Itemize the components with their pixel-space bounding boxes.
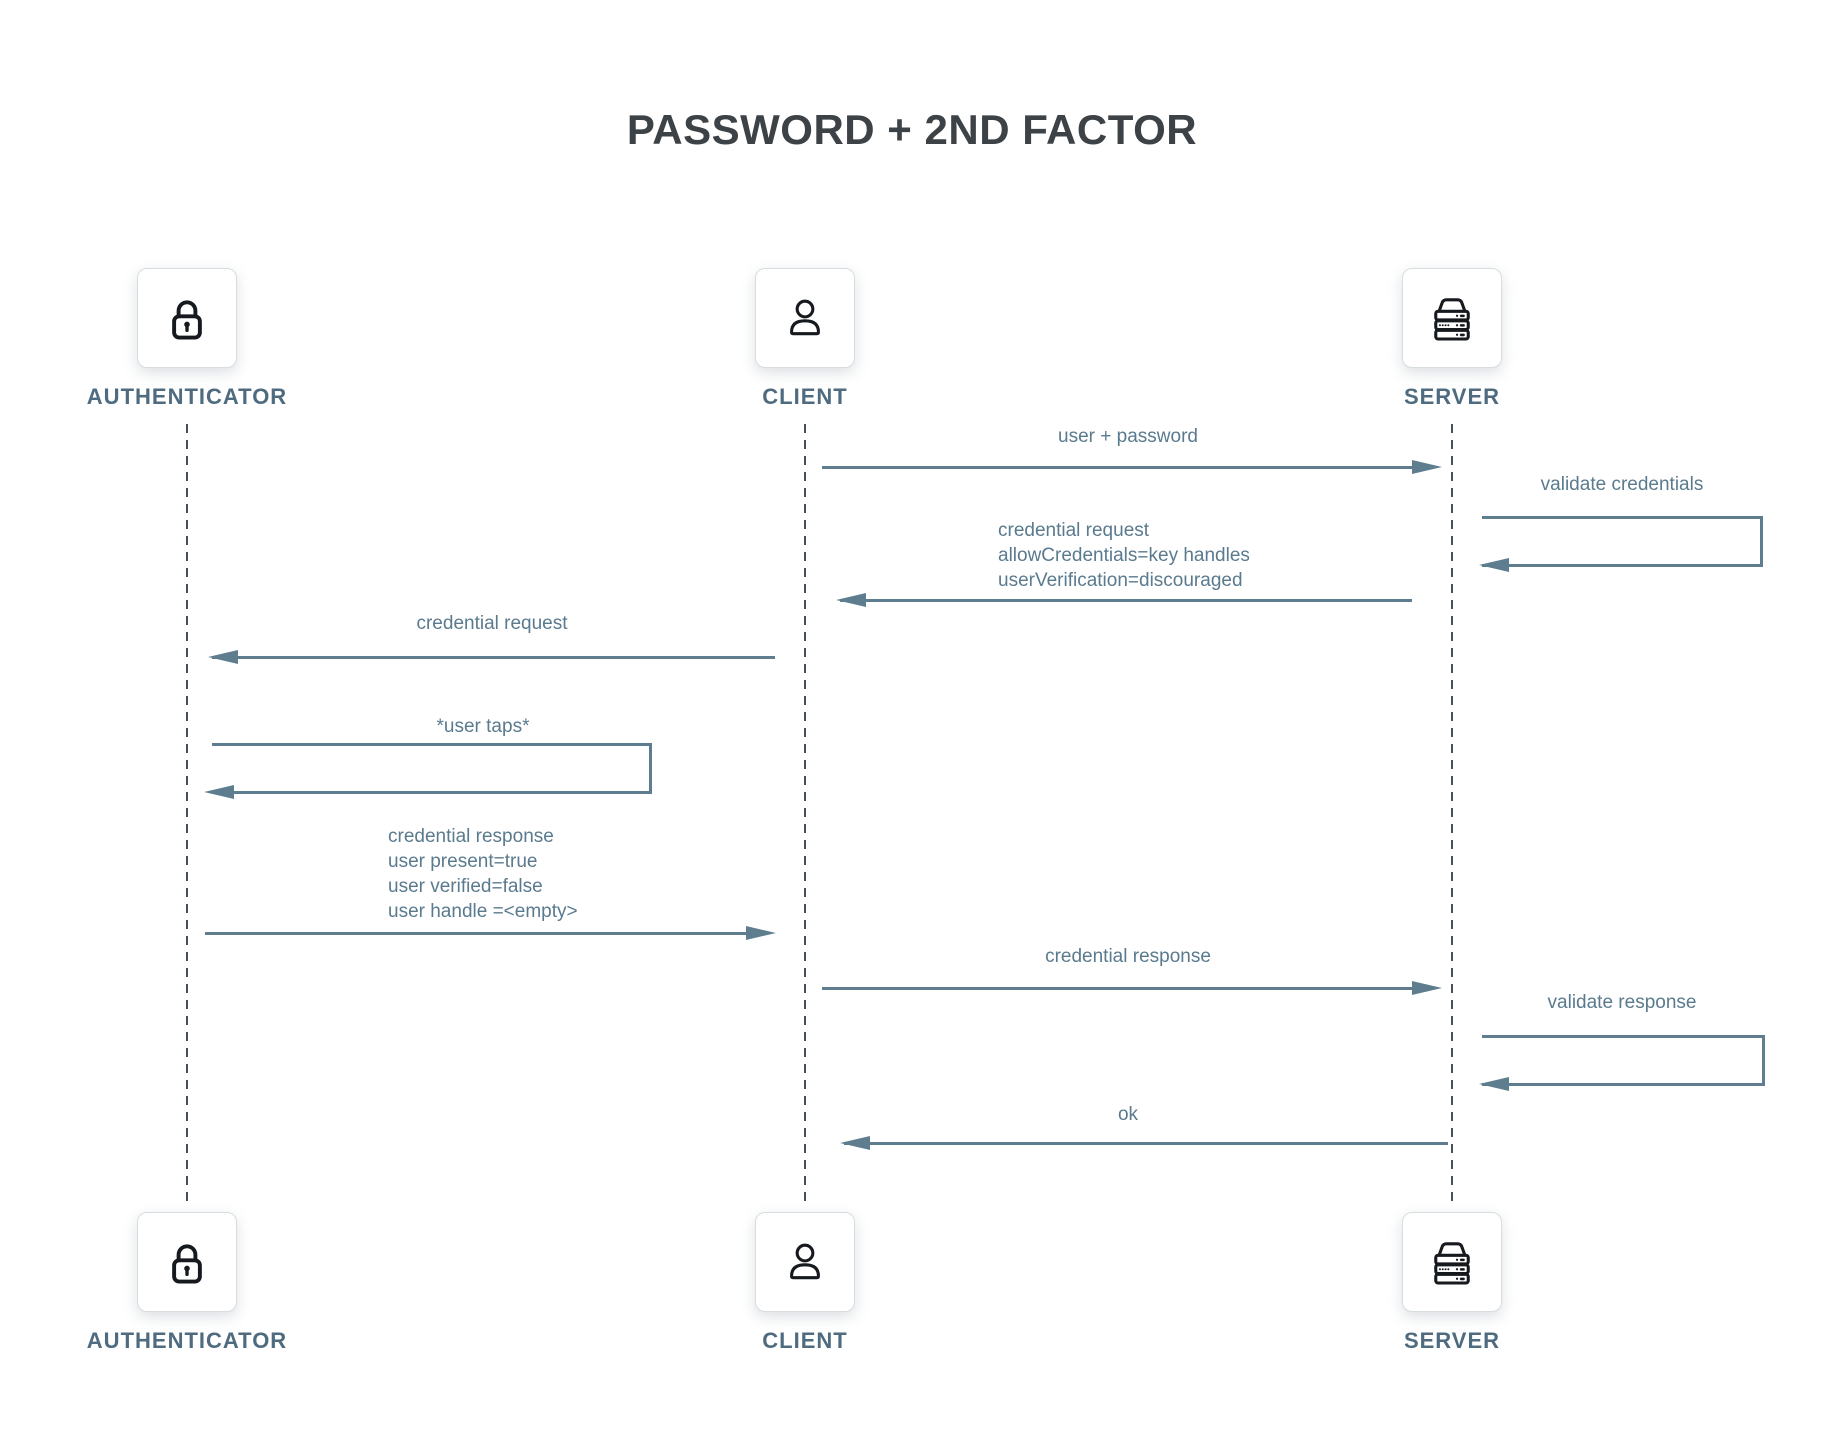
arrowhead-left — [1479, 1077, 1509, 1091]
lock-icon — [172, 1244, 202, 1284]
message-line: userVerification=discouraged — [998, 570, 1243, 591]
actor-label-server-bottom: SERVER — [1403, 1328, 1501, 1353]
message-label-credential-request-details: credential request allowCredentials=key … — [998, 518, 1250, 593]
person-icon — [790, 299, 820, 336]
message-label-user-taps: *user taps* — [436, 716, 530, 737]
message-label-credential-response-details: credential response user present=true us… — [388, 824, 578, 924]
message-line: user handle =<empty> — [388, 901, 578, 922]
server-icon — [1434, 298, 1470, 341]
message-arrow-credential-response-auth — [205, 932, 748, 935]
message-label-validate-response: validate response — [1547, 992, 1697, 1013]
arrowhead-left — [204, 785, 234, 799]
actor-label-client-bottom: CLIENT — [762, 1328, 848, 1353]
actor-card-client-top — [755, 268, 855, 368]
lifeline-client — [804, 424, 806, 1206]
message-label-user-password: user + password — [1058, 426, 1198, 447]
person-icon — [790, 1243, 820, 1280]
lifeline-server — [1451, 424, 1453, 1206]
message-arrow-user-password — [822, 466, 1414, 469]
arrowhead-left — [840, 1136, 870, 1150]
message-label-validate-credentials: validate credentials — [1540, 474, 1704, 495]
diagram-title: PASSWORD + 2ND FACTOR — [626, 106, 1198, 153]
self-loop-user-taps — [212, 743, 652, 794]
actor-label-server-top: SERVER — [1403, 384, 1501, 409]
arrowhead-right — [1412, 981, 1442, 995]
arrowhead-left — [1479, 558, 1509, 572]
message-arrow-credential-request-client — [212, 656, 775, 659]
actor-label-authenticator-bottom: AUTHENTICATOR — [86, 1328, 288, 1353]
actor-card-authenticator-bottom — [137, 1212, 237, 1312]
actor-label-authenticator-top: AUTHENTICATOR — [86, 384, 288, 409]
message-line: user present=true — [388, 851, 538, 872]
arrowhead-left — [208, 650, 238, 664]
message-label-ok: ok — [1117, 1104, 1139, 1125]
message-label-credential-request: credential request — [416, 613, 568, 634]
actor-card-server-bottom — [1402, 1212, 1502, 1312]
lifeline-authenticator — [186, 424, 188, 1206]
message-line: credential response — [388, 826, 554, 847]
arrowhead-right — [746, 926, 776, 940]
self-loop-validate-credentials — [1482, 516, 1763, 567]
message-line: user verified=false — [388, 876, 543, 897]
arrowhead-left — [836, 593, 866, 607]
server-icon — [1434, 1242, 1470, 1285]
self-loop-validate-response — [1482, 1035, 1765, 1086]
actor-card-server-top — [1402, 268, 1502, 368]
actor-card-client-bottom — [755, 1212, 855, 1312]
message-arrow-credential-request-server — [840, 599, 1412, 602]
message-line: allowCredentials=key handles — [998, 545, 1250, 566]
lock-icon — [172, 300, 202, 340]
message-label-credential-response: credential response — [1045, 946, 1211, 967]
message-arrow-ok — [844, 1142, 1448, 1145]
actor-label-client-top: CLIENT — [762, 384, 848, 409]
message-line: credential request — [998, 520, 1150, 541]
actor-card-authenticator-top — [137, 268, 237, 368]
arrowhead-right — [1412, 460, 1442, 474]
message-arrow-credential-response-client — [822, 987, 1414, 990]
